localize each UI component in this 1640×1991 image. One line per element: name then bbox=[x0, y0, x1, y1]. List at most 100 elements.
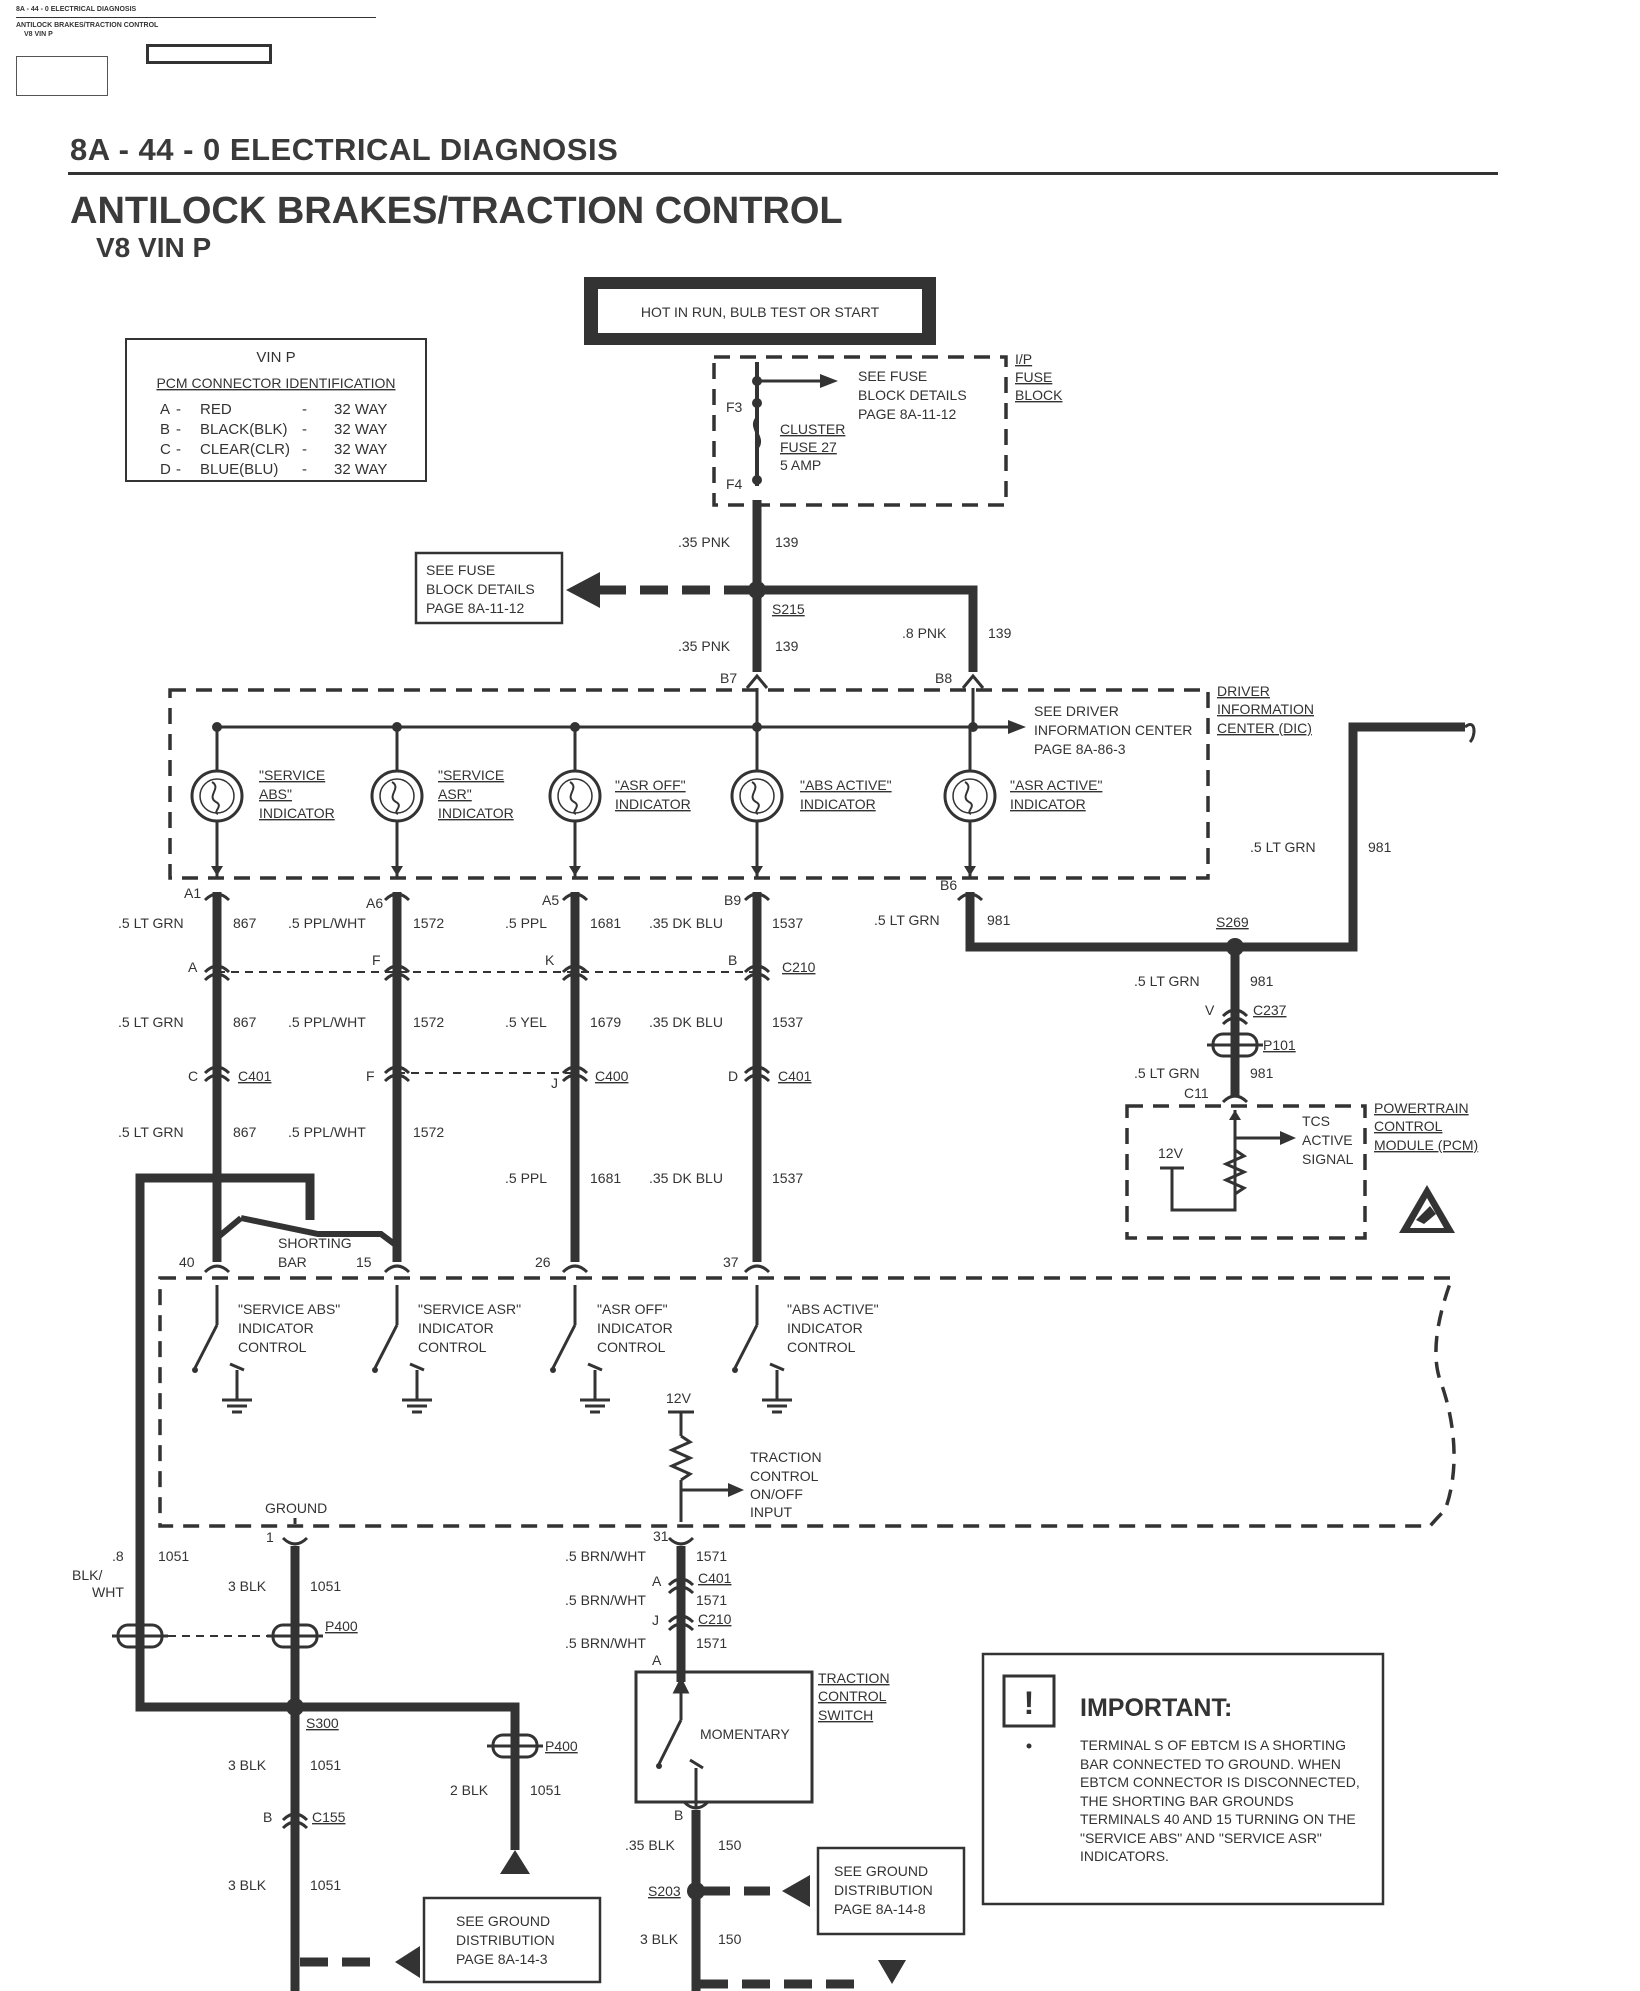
ebtcm-switch-pivots bbox=[192, 1367, 738, 1373]
ebtcm-control-label: "ABS ACTIVE" bbox=[787, 1301, 879, 1317]
pin-label: A bbox=[652, 1573, 662, 1589]
switch-pivot bbox=[656, 1763, 662, 1769]
wire-1051-return bbox=[135, 1173, 295, 1712]
wire-label: 3 BLK bbox=[640, 1931, 679, 1947]
ebtcm-control-label: INDICATOR bbox=[418, 1320, 494, 1336]
wire-circuit: 981 bbox=[987, 912, 1011, 928]
dic-connector-caps bbox=[203, 892, 984, 902]
ebtcm-control-label: CONTROL bbox=[418, 1339, 487, 1355]
fuse-block-name: BLOCK bbox=[1015, 387, 1063, 403]
section-title: 8A - 44 - 0 ELECTRICAL DIAGNOSIS bbox=[70, 132, 619, 167]
wire-circuit: 1571 bbox=[696, 1592, 727, 1608]
wire-label: .5 PPL bbox=[505, 915, 547, 931]
p400-grommet-left bbox=[112, 1623, 168, 1649]
connector-p101-label: P101 bbox=[1263, 1037, 1296, 1053]
indicator-label: "ASR OFF" bbox=[615, 777, 686, 793]
fuse-rating: 5 AMP bbox=[780, 457, 821, 473]
important-dot bbox=[1026, 1743, 1032, 1749]
pcm-row-color: RED bbox=[200, 401, 232, 418]
pcm-row-dash: - bbox=[176, 441, 181, 458]
ground-arrow-icon bbox=[500, 1850, 530, 1874]
fuse-f4-label: F4 bbox=[726, 476, 743, 492]
ebtcm-input-label: INPUT bbox=[750, 1504, 792, 1520]
pcm-row-letter: D bbox=[160, 461, 171, 478]
pin-label: B bbox=[728, 952, 737, 968]
indicator-label: INDICATOR bbox=[1010, 796, 1086, 812]
wire-label: .35 DK BLU bbox=[649, 1014, 723, 1030]
traction-switch-name: CONTROL bbox=[818, 1688, 887, 1704]
pin-label: F bbox=[366, 1068, 375, 1084]
section-rule bbox=[68, 172, 1498, 175]
p400-grommet-mid bbox=[267, 1623, 323, 1649]
ebtcm-control-label: "SERVICE ABS" bbox=[238, 1301, 340, 1317]
indicator-label: INDICATOR bbox=[438, 805, 514, 821]
dic-name: DRIVER bbox=[1217, 683, 1270, 699]
wire-981 bbox=[965, 722, 1465, 952]
wire-circuit: 981 bbox=[1368, 839, 1392, 855]
wire-label: 3 BLK bbox=[228, 1578, 267, 1594]
wire-label: .35 DK BLU bbox=[649, 1170, 723, 1186]
pin-label: V bbox=[1205, 1002, 1215, 1018]
indicator-label: "SERVICE bbox=[438, 767, 504, 783]
splice-s269-label: S269 bbox=[1216, 914, 1249, 930]
connector-c401-label: C401 bbox=[238, 1068, 272, 1084]
pcm-table-rows: A - RED - 32 WAY B - BLACK(BLK) - 32 WAY… bbox=[160, 401, 387, 478]
wire-label: .5 PPL/WHT bbox=[288, 1124, 366, 1140]
dic-see-label: INFORMATION CENTER bbox=[1034, 722, 1192, 738]
indicator-label: "ABS ACTIVE" bbox=[800, 777, 892, 793]
wire-circuit: 1537 bbox=[772, 1170, 803, 1186]
ebtcm-control-label: INDICATOR bbox=[597, 1320, 673, 1336]
wire-circuit: 1051 bbox=[158, 1548, 189, 1564]
wire-circuit: 139 bbox=[775, 534, 799, 550]
wire-label: WHT bbox=[92, 1584, 124, 1600]
wire-label: .5 LT GRN bbox=[1134, 973, 1200, 989]
pcm-row-way: 32 WAY bbox=[334, 421, 387, 438]
splice-s203-label: S203 bbox=[648, 1883, 681, 1899]
see-ground-label: SEE GROUND bbox=[834, 1863, 928, 1879]
page-title: ANTILOCK BRAKES/TRACTION CONTROL bbox=[70, 190, 843, 232]
pcm-signal-label: TCS bbox=[1302, 1113, 1330, 1129]
wire-label: .5 LT GRN bbox=[118, 915, 184, 931]
connector-c237-label: C237 bbox=[1253, 1002, 1287, 1018]
fuse-see-label: SEE FUSE bbox=[858, 368, 927, 384]
wire-label: .5 BRN/WHT bbox=[565, 1548, 646, 1564]
c155-connector bbox=[281, 1812, 309, 1830]
pin-label: B8 bbox=[935, 670, 952, 686]
pcm-12v-label: 12V bbox=[1158, 1145, 1184, 1161]
fuse-see-arrowhead bbox=[820, 374, 838, 388]
wire-label: .35 BLK bbox=[625, 1837, 675, 1853]
wire-label: .35 DK BLU bbox=[649, 915, 723, 931]
pin-label: 37 bbox=[723, 1254, 739, 1270]
header-rule bbox=[16, 17, 376, 18]
wire-label: .8 PNK bbox=[902, 625, 947, 641]
pin-label: A bbox=[188, 959, 198, 975]
ground-pin1-connector bbox=[281, 1536, 309, 1546]
pcm-row-dash: - bbox=[302, 441, 307, 458]
indicator-asr-off bbox=[548, 722, 602, 878]
wire-circuit: 1681 bbox=[590, 915, 621, 931]
pcm-signal-label: SIGNAL bbox=[1302, 1151, 1354, 1167]
ebtcm-control-label: CONTROL bbox=[238, 1339, 307, 1355]
pin-label: B7 bbox=[720, 670, 737, 686]
fuse-ref-arrowhead bbox=[566, 572, 600, 608]
wire-label: .5 BRN/WHT bbox=[565, 1635, 646, 1651]
pcm-row-way: 32 WAY bbox=[334, 461, 387, 478]
wire-circuit: 1571 bbox=[696, 1635, 727, 1651]
wire-label: .35 PNK bbox=[678, 638, 731, 654]
c401-connectors bbox=[203, 1065, 771, 1083]
splice-s203-node bbox=[687, 1882, 705, 1900]
pcm-row-letter: C bbox=[160, 441, 171, 458]
ebtcm-control-label: "SERVICE ASR" bbox=[418, 1301, 521, 1317]
splice-s300-label: S300 bbox=[306, 1715, 339, 1731]
pin-label: 40 bbox=[179, 1254, 195, 1270]
connector-p400-label: P400 bbox=[325, 1618, 358, 1634]
pcm-name: CONTROL bbox=[1374, 1118, 1443, 1134]
see-ground-label: PAGE 8A-14-8 bbox=[834, 1901, 926, 1917]
ebtcm-input-label: TRACTION bbox=[750, 1449, 822, 1465]
fuse-block-name: I/P bbox=[1015, 351, 1032, 367]
c11-connector bbox=[1221, 1094, 1249, 1104]
pin-label: F bbox=[372, 952, 381, 968]
pcm-signal-label: ACTIVE bbox=[1302, 1132, 1353, 1148]
wire-1051-branch bbox=[295, 1702, 520, 1850]
wire-label: .8 bbox=[112, 1548, 124, 1564]
